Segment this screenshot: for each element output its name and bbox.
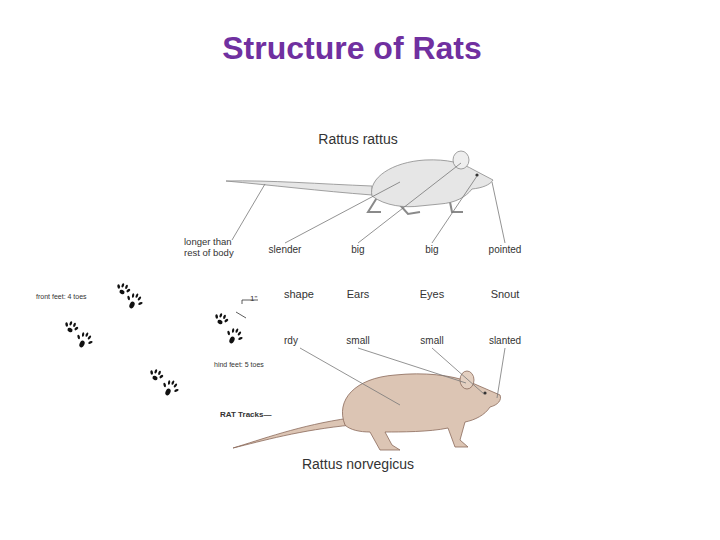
slide-title: Structure of Rats <box>152 30 552 67</box>
dimension: 1" <box>250 294 270 303</box>
part-description: pointed <box>475 244 535 256</box>
part-name: Snout <box>475 288 535 301</box>
part-description: slanted <box>475 335 535 347</box>
leader-lines <box>232 163 505 405</box>
part-description: rdy <box>284 335 324 347</box>
part-name: shape <box>284 288 334 301</box>
part-description: big <box>328 244 388 256</box>
track-note: hind feet: 5 toes <box>214 361 294 369</box>
track-note: front feet: 4 toes <box>36 293 116 301</box>
species-name: Rattus norvegicus <box>278 456 438 472</box>
part-description: small <box>402 335 462 347</box>
species-name: Rattus rattus <box>298 131 418 147</box>
rat-tracks <box>63 281 258 399</box>
part-description: slender <box>255 244 315 256</box>
brown-rat-drawing <box>233 371 501 450</box>
part-description: small <box>328 335 388 347</box>
part-description: longer than rest of body <box>184 237 242 259</box>
part-name: Ears <box>328 288 388 301</box>
track-heading: RAT Tracks— <box>220 410 300 419</box>
black-rat-drawing <box>226 151 493 214</box>
part-name: Eyes <box>402 288 462 301</box>
part-description: big <box>402 244 462 256</box>
